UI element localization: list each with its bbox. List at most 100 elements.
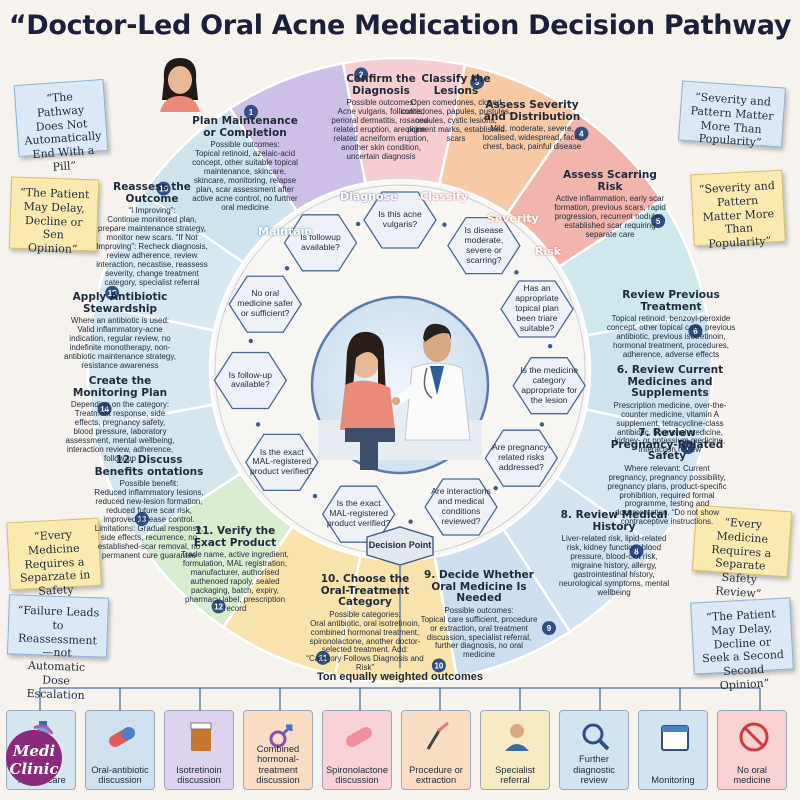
step-number-badge [211,599,226,614]
flow-arrow [539,422,545,427]
step-number-badge [542,621,556,636]
outcome-icon [426,721,449,750]
step-heading: 11. Verify the Exact Product [193,525,277,549]
step-body: Where relevant: Current pregnancy, pregn… [607,463,727,527]
step-body: Valid inflammatory-acne indication, regu… [64,325,176,370]
outcome-card: Spironolactone discussion [322,710,392,790]
doctor-figure [392,323,471,441]
decision-question: Has an appropriate topical plan been tri… [515,283,559,333]
flow-arrow [547,344,553,349]
step-number: 8 [634,547,639,556]
outcome-card: Oral-antibiotic discussion [85,710,155,790]
step-number-badge [574,126,589,141]
step-heading: Assess Scarring Risk [563,169,657,193]
outcome-label: Combined hormonal-treatment discussion [256,744,300,785]
decision-hexagon [228,275,302,333]
step-heading: Create the Monitoring Plan [72,375,168,399]
step-number: 5 [656,217,661,226]
decision-hexagon [512,357,586,415]
step-body: Prescription medicine, over-the-counter … [613,400,727,455]
step-number-badge [470,75,485,90]
woman-avatar [160,58,200,112]
outcome-icon [269,724,293,748]
step-number: 9 [547,624,552,633]
step-body: Continue monitored plan, prepare mainten… [96,215,208,287]
step-number: 11 [319,654,328,663]
stage-tag: Maintain [258,225,313,238]
step-number-badge [680,440,695,455]
decision-hexagon [484,429,559,487]
sticky-note: “Failure Leads to Reassessment—not Autom… [6,594,110,701]
step-number-badge [315,650,330,665]
step-heading: 12. Discuss Benefits ontations [94,454,204,478]
step-heading: Confirm the Diagnosis [346,73,416,97]
outcome-icon [346,727,372,747]
stage-tag: Classify [420,190,469,203]
step-number: 12 [214,602,223,611]
step-subheading: Possible benefit: [119,479,179,489]
flow-arrow [442,222,447,227]
outcome-card: Monitoring [638,710,708,790]
outcome-card: Further diagnostic review [559,710,629,790]
patient-figure [340,331,395,470]
decision-question: Is followup available? [300,231,341,252]
outcome-icon [109,727,135,747]
outcomes-heading: Ton equally weighted outcomes [316,671,484,683]
step-number-badge [97,401,112,416]
step-text-9: 9. Decide Whether Oral Medicine Is Neede… [420,569,538,660]
decision-hexagon [283,214,358,272]
decision-question: Are pregnancy-related risks addressed? [491,442,551,473]
step-number-badge [105,285,120,300]
outcome-icon [582,723,610,751]
decision-question: Is the exact MAL-registered product veri… [250,446,314,477]
step-body: Reduced inflammatory lesions, reduced ne… [94,488,204,560]
decision-question: Is this acne vulgaris? [378,209,422,229]
step-number-badge [354,67,369,82]
stage-tag: Risk [535,245,562,258]
step-heading: Plan Maintenance or Completion [192,115,298,139]
step-heading: 8. Review Medical History [560,509,668,533]
sticky-note: “The Pathway Does Not Automatically End … [13,78,109,173]
stage-tag: Diagnose [340,190,398,203]
step-heading: 10. Choose the Oral-Treatment Category [320,573,410,609]
step-number-badge [156,181,171,196]
outcome-label: Isotretinoin discussion [176,764,222,785]
sticky-note: “The Patient May Delay, Decline or Sen O… [8,176,100,256]
step-number-badge [431,658,446,673]
step-number: 15 [108,289,117,298]
step-body: Acne vulgaris, folliculitis, perioral de… [331,107,431,161]
step-number-badge [651,214,666,228]
step-number: 14 [100,405,109,414]
step-body: Oral antibiotic, oral isotretinoin, comb… [306,618,424,673]
outcome-label: Procedure or extraction [409,764,463,785]
step-subheading: “I Improving”: [128,206,176,216]
step-heading: Review Previous Treatment [622,289,720,313]
step-number: 7 [686,443,691,452]
outcome-icon [190,722,212,751]
medi-clinic-logo: Medi Clinic [4,722,64,790]
step-number: 2 [359,71,364,80]
outcome-icon [739,722,769,752]
outcome-card: Procedure or extraction [401,710,471,790]
decision-hexagon [245,433,319,491]
decision-question: Is disease moderate, severe or scarring? [464,224,504,265]
flow-arrow [312,493,318,499]
decision-point-label: Decision Point [368,540,432,550]
step-subheading: Depending on the category: [70,400,170,410]
step-heading: 9. Decide Whether Oral Medicine Is Neede… [424,569,534,605]
step-body: Topical retinoid, benzoyl-peroxide conce… [606,314,736,359]
flow-arrow [493,485,498,491]
decision-hexagon [213,351,288,410]
step-number: 3 [475,78,480,87]
decision-question: Are interactions and medical conditions … [431,486,491,526]
step-body: Mild, moderate, severe, localised, wides… [482,124,582,151]
outcome-card: Specialist referral [480,710,550,790]
outcome-icon [505,724,529,751]
outcome-card: Isotretinoin discussion [164,710,234,790]
